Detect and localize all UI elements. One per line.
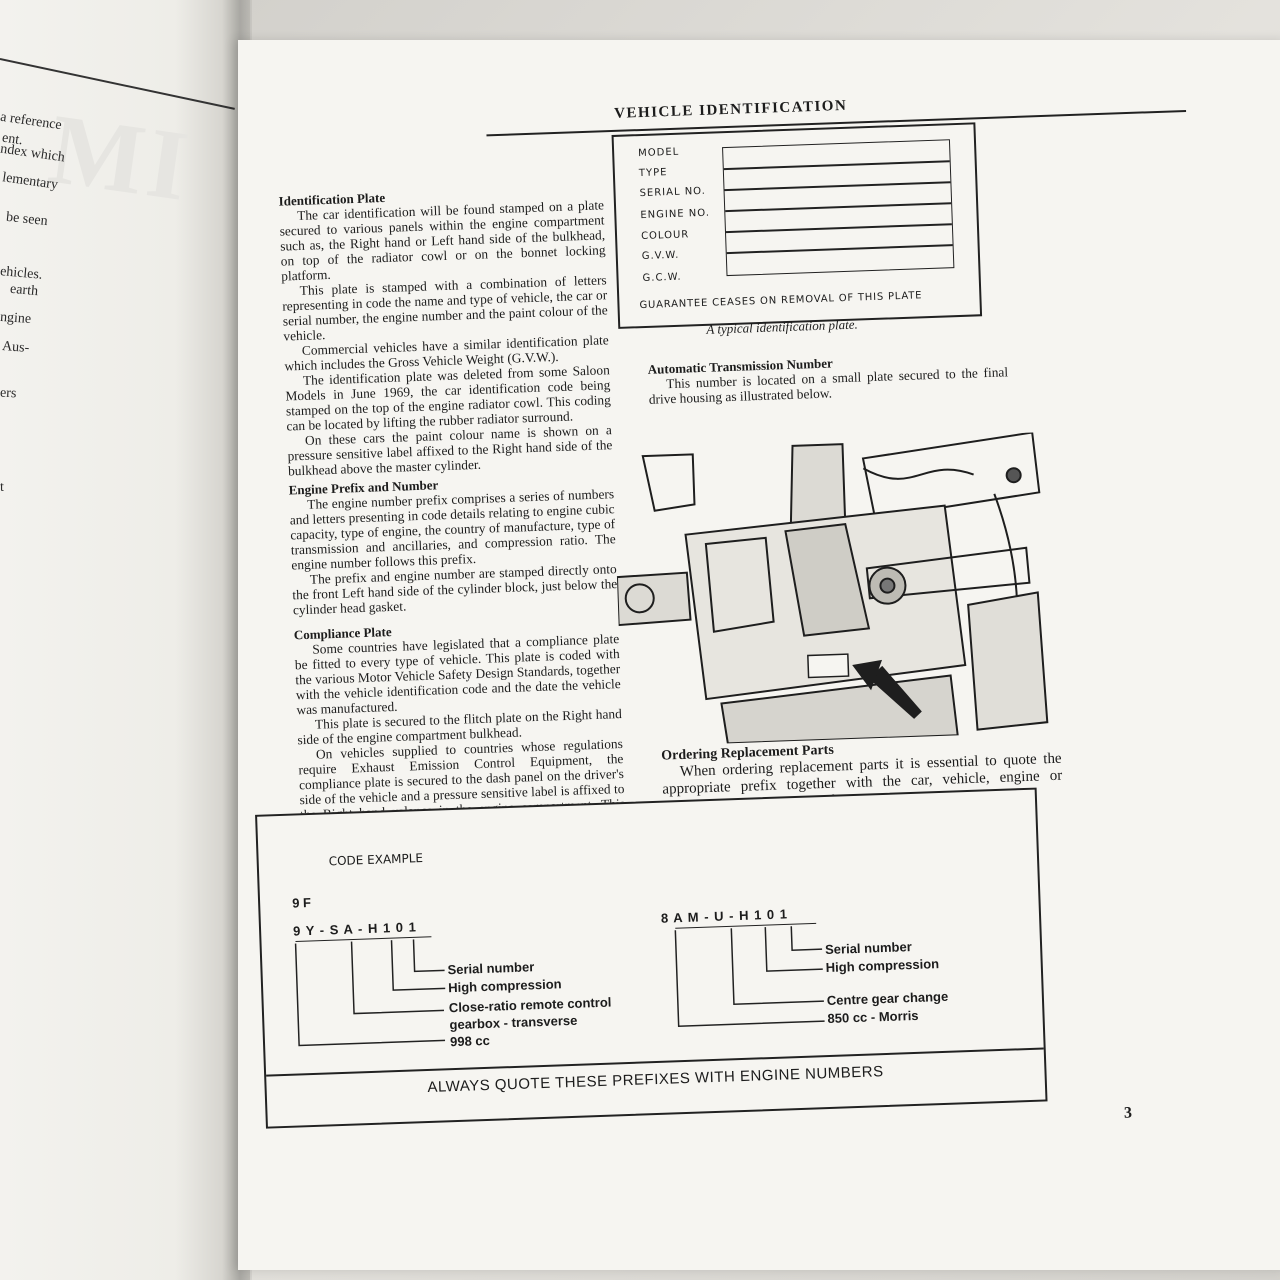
plate-rule xyxy=(725,223,952,233)
identification-plate-figure: MODEL TYPE SERIAL NO. ENGINE NO. COLOUR … xyxy=(611,122,983,329)
plate-field-label: SERIAL NO. xyxy=(639,185,707,200)
plate-field-label: TYPE xyxy=(638,167,668,180)
plate-rule xyxy=(724,181,951,191)
paragraph: The identification plate was deleted fro… xyxy=(285,362,612,434)
plate-field-label: G.V.W. xyxy=(641,249,680,263)
auto-transmission-section: Automatic Transmission Number This numbe… xyxy=(647,345,1008,406)
code-connector-lines xyxy=(294,922,825,1047)
transmission-illustration xyxy=(612,431,1053,747)
left-column: Identification Plate The car identificat… xyxy=(278,178,626,852)
plate-entry-grid xyxy=(722,139,955,277)
left-fragment: t xyxy=(0,480,4,495)
left-fragment: ngine xyxy=(0,309,32,328)
transmission-drawing xyxy=(612,431,1053,747)
left-label: 998 cc xyxy=(449,1032,491,1050)
left-fragment: Aus- xyxy=(1,339,30,356)
left-page: MI a reference ent. ndex which lementary… xyxy=(0,0,250,1280)
left-label: Serial number xyxy=(447,959,535,978)
paragraph: Some countries have legislated that a co… xyxy=(294,631,621,718)
plate-field-label: COLOUR xyxy=(640,229,690,243)
plate-rule xyxy=(723,160,950,170)
code-example-box: CODE EXAMPLE 9 F 9 Y - S A - H 1 0 1 8 A… xyxy=(255,787,1048,1129)
plate-footer: GUARANTEE CEASES ON REMOVAL OF THIS PLAT… xyxy=(639,290,923,312)
paragraph: The engine number prefix comprises a ser… xyxy=(289,486,616,573)
left-page-bleedthrough: MI xyxy=(42,92,199,223)
paragraph: The car identification will be found sta… xyxy=(279,197,606,284)
left-fragment: ers xyxy=(0,385,17,402)
left-fragment: earth xyxy=(9,281,39,300)
plate-field-label: ENGINE NO. xyxy=(640,207,711,222)
plate-field-label: G.C.W. xyxy=(642,271,682,285)
plate-rule xyxy=(726,244,953,254)
plate-rule xyxy=(725,202,952,212)
left-fragment: ehicles. xyxy=(0,264,43,283)
page-content: VEHICLE IDENTIFICATION Identification Pl… xyxy=(238,4,1280,1270)
plate-field-label: MODEL xyxy=(638,146,680,160)
page-title: VEHICLE IDENTIFICATION xyxy=(613,97,848,122)
right-label: 850 cc - Morris xyxy=(827,1007,919,1027)
paragraph: This plate is stamped with a combination… xyxy=(282,272,608,344)
page-number: 3 xyxy=(1123,1104,1133,1122)
right-page: VEHICLE IDENTIFICATION Identification Pl… xyxy=(238,40,1280,1270)
left-fragment: be seen xyxy=(5,209,49,230)
right-label: Serial number xyxy=(824,939,913,958)
